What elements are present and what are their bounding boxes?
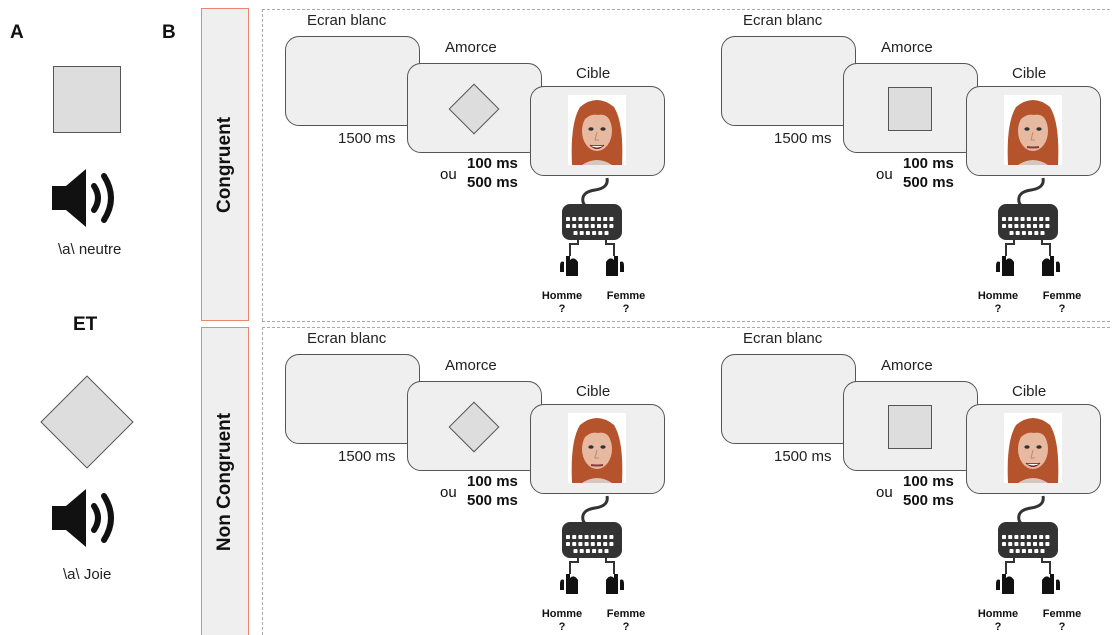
or-text: ou (876, 166, 893, 183)
row-frame-top (262, 327, 1110, 328)
panel-b-letter: B (162, 22, 176, 43)
response-homme-q: ? (994, 621, 1002, 633)
neutral-face (568, 413, 626, 483)
or-text: ou (440, 484, 457, 501)
blank-screen-box (285, 36, 420, 126)
row-frame-bottom (262, 321, 1110, 322)
keyboard-hands-icon (983, 176, 1073, 281)
response-homme-q: ? (558, 303, 566, 315)
joy-caption: \a\ Joie (63, 566, 112, 583)
response-femme: Femme (1042, 290, 1082, 302)
blank-screen-box (285, 354, 420, 444)
blank-screen-label: Ecran blanc (307, 330, 387, 347)
row-label-non-congruent: Non Congruent (201, 327, 249, 635)
blank-screen-label: Ecran blanc (307, 12, 387, 29)
square-shape (53, 66, 121, 133)
prime-label: Amorce (445, 39, 497, 56)
prime-label: Amorce (881, 39, 933, 56)
prime-square-shape (888, 87, 932, 131)
blank-duration: 1500 ms (774, 448, 832, 465)
prime-square-shape (888, 405, 932, 449)
row-label-congruent: Congruent (201, 8, 249, 321)
speaker-icon (52, 489, 114, 547)
blank-screen-label: Ecran blanc (743, 12, 823, 29)
or-text: ou (440, 166, 457, 183)
response-femme: Femme (606, 608, 646, 620)
conjunction-et: ET (73, 314, 98, 335)
response-homme: Homme (977, 608, 1019, 620)
response-femme-q: ? (622, 303, 630, 315)
response-homme-q: ? (994, 303, 1002, 315)
response-femme-q: ? (1058, 621, 1066, 633)
neutral-face (1004, 95, 1062, 165)
response-homme-q: ? (558, 621, 566, 633)
neutral-caption: \a\ neutre (58, 241, 122, 258)
keyboard-hands-icon (547, 176, 637, 281)
target-label: Cible (1012, 383, 1047, 400)
target-label: Cible (1012, 65, 1047, 82)
soa-500: 500 ms (467, 174, 518, 191)
blank-duration: 1500 ms (338, 130, 396, 147)
row-frame-left (262, 9, 263, 321)
soa-500: 500 ms (467, 492, 518, 509)
response-femme-q: ? (1058, 303, 1066, 315)
or-text: ou (876, 484, 893, 501)
response-femme-q: ? (622, 621, 630, 633)
soa-100: 100 ms (903, 473, 954, 490)
speaker-icon (52, 169, 114, 227)
blank-screen-label: Ecran blanc (743, 330, 823, 347)
response-homme: Homme (541, 608, 583, 620)
target-label: Cible (576, 383, 611, 400)
target-label: Cible (576, 65, 611, 82)
blank-screen-box (721, 36, 856, 126)
response-femme: Femme (606, 290, 646, 302)
keyboard-hands-icon (983, 494, 1073, 599)
soa-500: 500 ms (903, 174, 954, 191)
prime-label: Amorce (445, 357, 497, 374)
soa-100: 100 ms (903, 155, 954, 172)
prime-label: Amorce (881, 357, 933, 374)
row-frame-top (262, 9, 1110, 10)
response-homme: Homme (977, 290, 1019, 302)
soa-100: 100 ms (467, 155, 518, 172)
joy-face (568, 95, 626, 165)
response-homme: Homme (541, 290, 583, 302)
blank-screen-box (721, 354, 856, 444)
panel-a-letter: A (10, 22, 24, 43)
keyboard-hands-icon (547, 494, 637, 599)
joy-face (1004, 413, 1062, 483)
blank-duration: 1500 ms (338, 448, 396, 465)
soa-100: 100 ms (467, 473, 518, 490)
blank-duration: 1500 ms (774, 130, 832, 147)
soa-500: 500 ms (903, 492, 954, 509)
row-frame-left (262, 327, 263, 635)
response-femme: Femme (1042, 608, 1082, 620)
